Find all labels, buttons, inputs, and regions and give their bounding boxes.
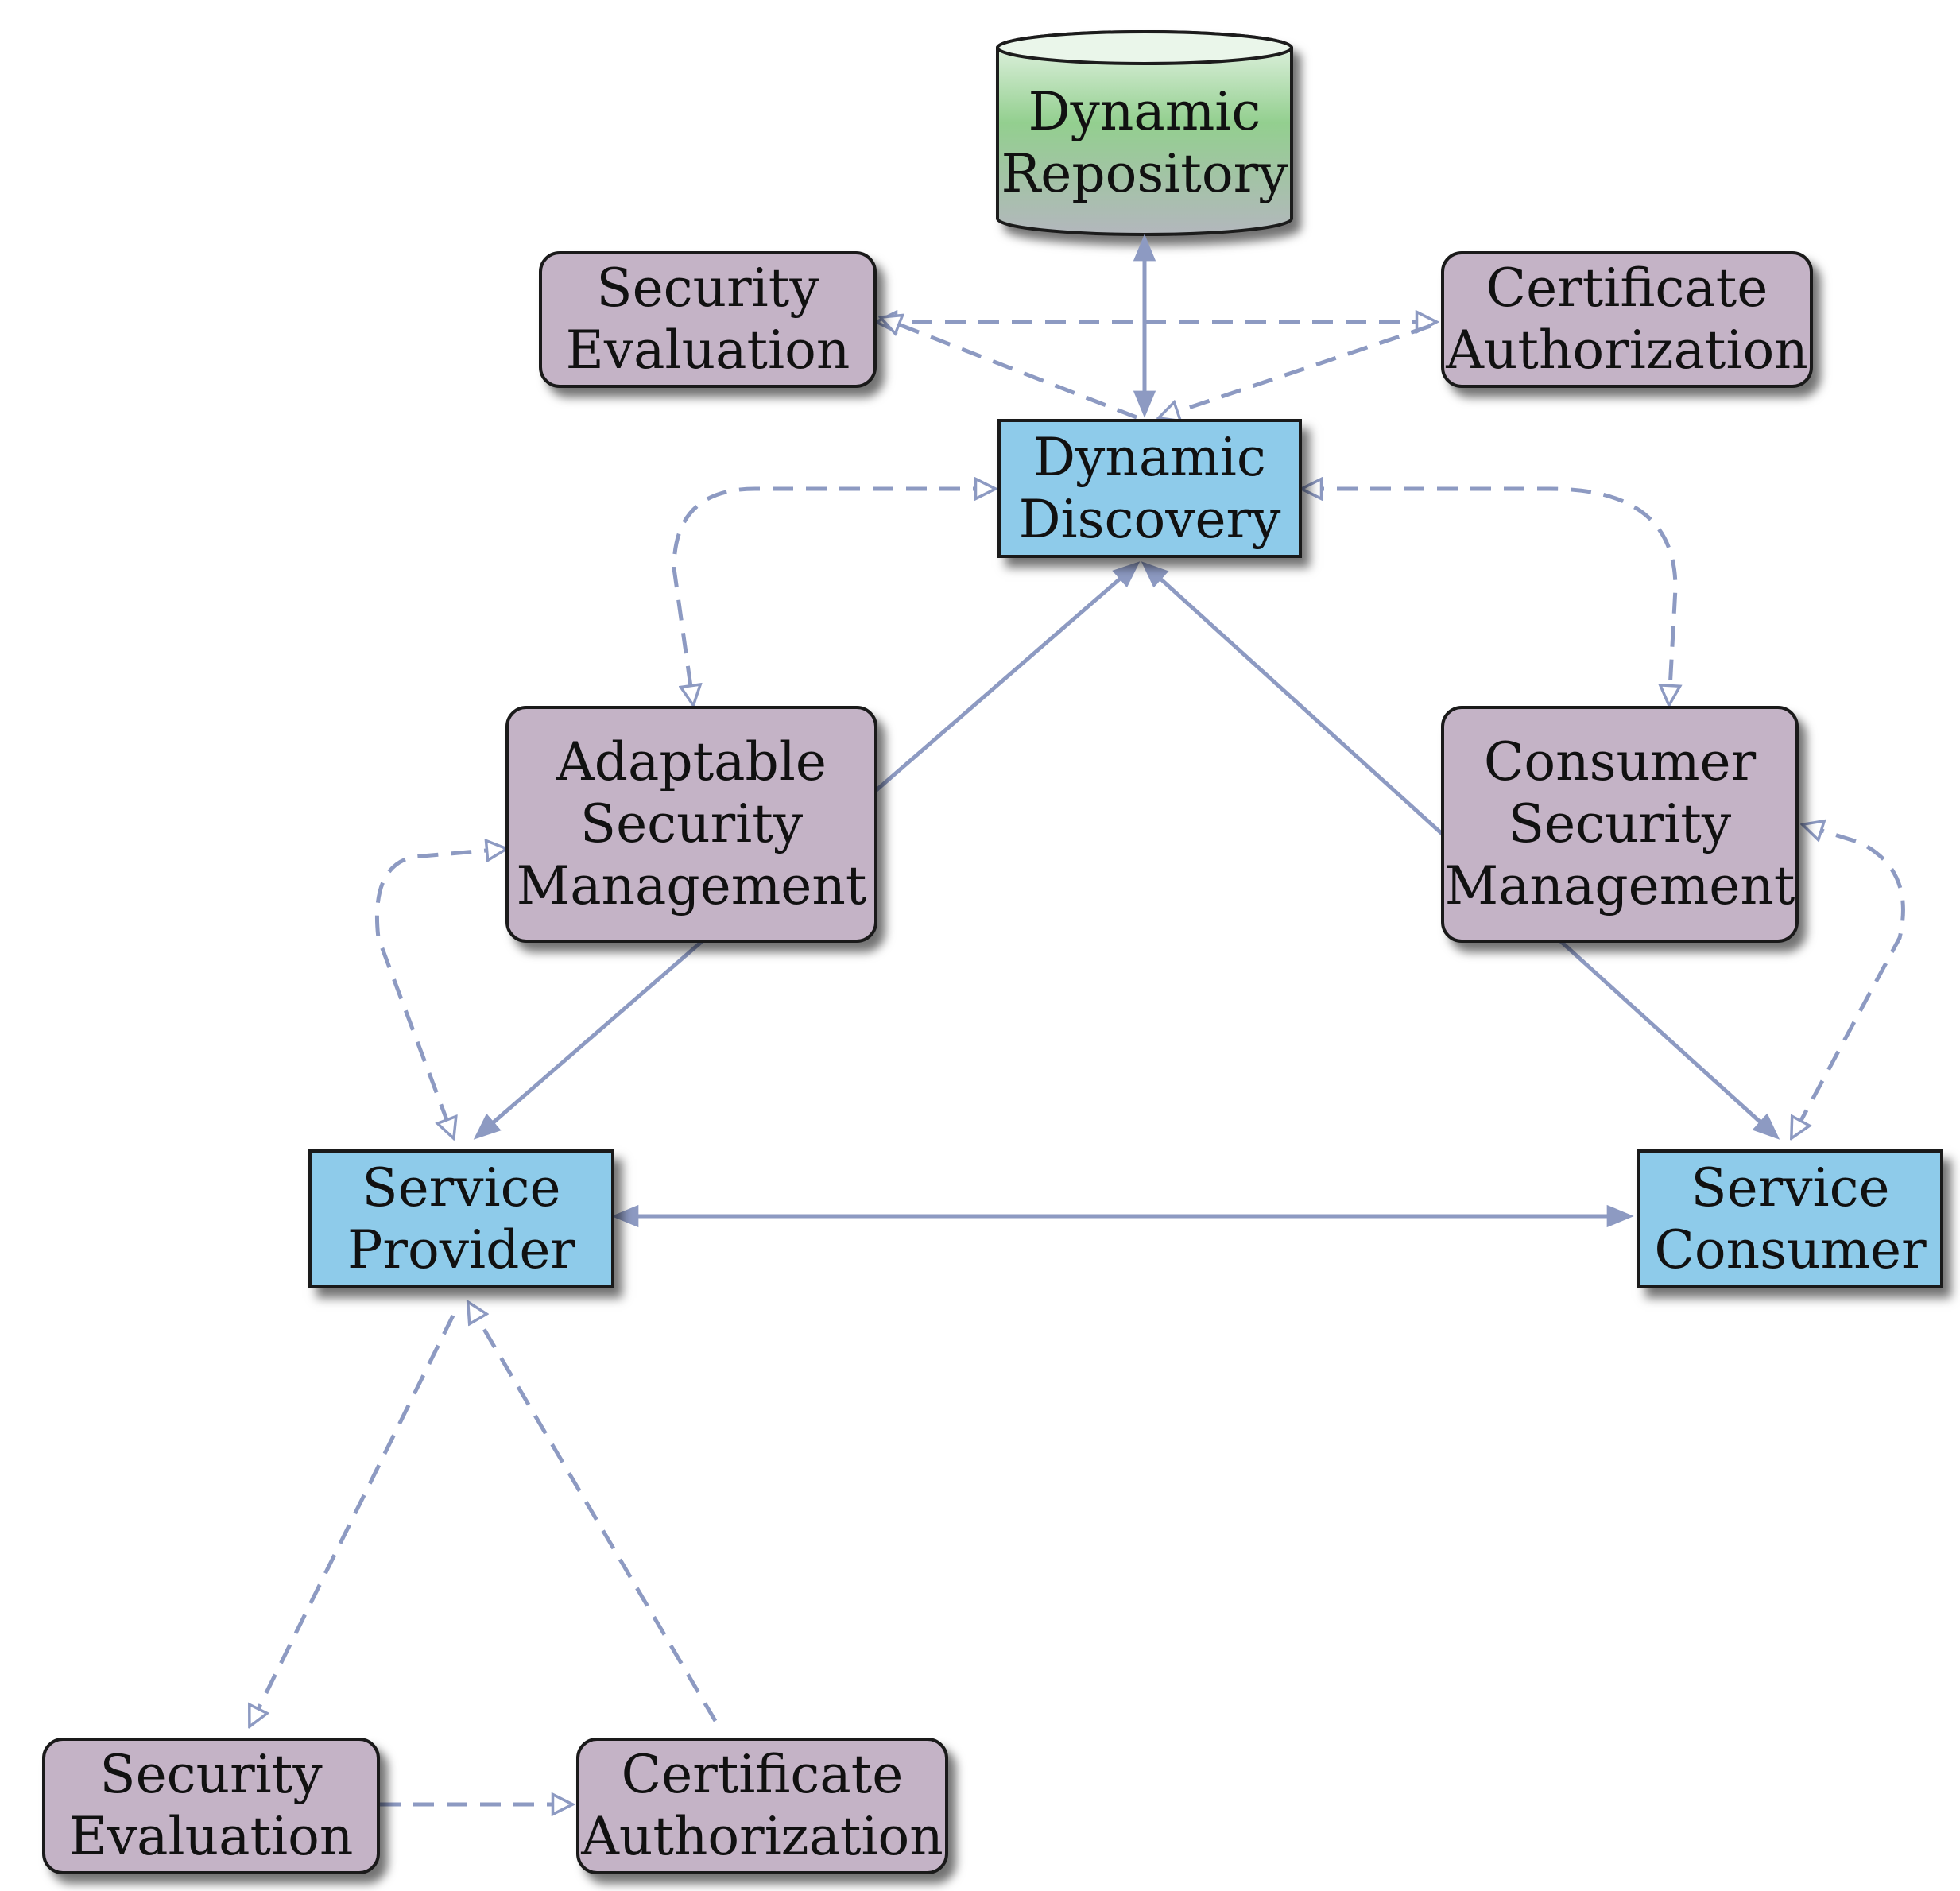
certificate-authorization-bottom-line1: Certificate <box>621 1744 904 1805</box>
consumer-security-management-line2: Security <box>1508 793 1732 854</box>
discovery-security-eval-top-connector <box>882 318 1137 420</box>
dynamic-discovery: Dynamic Discovery <box>997 419 1302 558</box>
consumer-security-consumer-connector <box>1792 825 1905 1137</box>
adaptable-security-management-line1: Adaptable <box>556 731 827 792</box>
adaptable-security-management-line3: Management <box>516 855 867 916</box>
service-consumer: Service Consumer <box>1637 1149 1943 1288</box>
adaptable-provider-connector <box>374 849 505 1137</box>
dynamic-repository-cylinder <box>996 30 1293 236</box>
security-evaluation-bottom: Security Evaluation <box>42 1738 380 1874</box>
certificate-authorization-top-line2: Authorization <box>1446 320 1808 381</box>
consumer-security-management-line3: Management <box>1444 855 1795 916</box>
dynamic-discovery-line1: Dynamic <box>1033 426 1266 488</box>
dynamic-repository-line1: Dynamic <box>1028 81 1261 142</box>
security-evaluation-top-line2: Evaluation <box>565 320 850 381</box>
security-evaluation-top: Security Evaluation <box>539 251 877 388</box>
provider-security-eval-bottom-connector <box>250 1314 455 1725</box>
certificate-authorization-bottom-line2: Authorization <box>581 1806 943 1867</box>
security-evaluation-top-line1: Security <box>596 258 819 319</box>
service-provider: Service Provider <box>308 1149 614 1288</box>
dashed-connectors <box>250 318 1905 1804</box>
service-consumer-line1: Service <box>1691 1157 1890 1219</box>
service-provider-line2: Provider <box>347 1219 575 1281</box>
service-consumer-line2: Consumer <box>1654 1219 1927 1281</box>
adaptable-security-management-line2: Security <box>579 793 804 854</box>
dynamic-repository-line2: Repository <box>1001 143 1288 204</box>
certificate-top-discovery-connector <box>1160 324 1431 417</box>
discovery-consumer-security-connector <box>1303 489 1675 703</box>
certificate-bottom-provider-connector <box>469 1304 718 1722</box>
security-evaluation-bottom-line1: Security <box>99 1744 323 1805</box>
consumer-security-management: Consumer Security Management <box>1441 706 1799 943</box>
adaptable-security-management: Adaptable Security Management <box>505 706 877 943</box>
certificate-authorization-top: Certificate Authorization <box>1441 251 1813 388</box>
certificate-authorization-top-line1: Certificate <box>1485 258 1768 319</box>
security-evaluation-bottom-line2: Evaluation <box>68 1806 354 1867</box>
discovery-adaptable-connector <box>672 489 994 703</box>
dynamic-repository: Dynamic Repository <box>994 76 1296 211</box>
certificate-authorization-bottom: Certificate Authorization <box>576 1738 948 1874</box>
service-provider-line1: Service <box>362 1157 561 1219</box>
dynamic-discovery-line2: Discovery <box>1018 488 1281 550</box>
consumer-security-management-line1: Consumer <box>1483 731 1757 792</box>
